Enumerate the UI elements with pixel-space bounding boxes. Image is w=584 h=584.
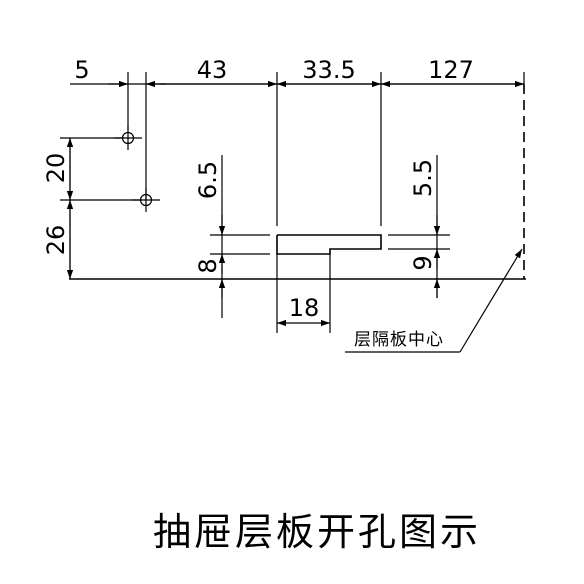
top-dimension-chain (70, 72, 525, 226)
drawing-title: 抽屉层板开孔图示 (153, 510, 481, 554)
dim-top-b: 43 (197, 56, 228, 84)
leader-line (345, 248, 523, 353)
dim-top-d: 127 (428, 56, 474, 84)
dim-left-a: 20 (42, 153, 70, 184)
bottom-dimension (276, 254, 331, 333)
dim-mid-a: 6.5 (194, 161, 222, 199)
dim-bottom-a: 18 (289, 294, 320, 322)
mid-dimension-chain (210, 155, 270, 318)
dim-right-b: 9 (409, 255, 437, 270)
dim-right-a: 5.5 (409, 159, 437, 197)
dim-top-a: 5 (74, 56, 89, 84)
dim-top-c: 33.5 (302, 56, 355, 84)
shelf-outline (69, 84, 526, 280)
right-dimension-chain (388, 155, 450, 298)
left-dimension-chain (60, 137, 142, 279)
dim-left-b: 26 (42, 225, 70, 256)
dim-mid-b: 8 (194, 258, 222, 273)
leader-note: 层隔板中心 (354, 330, 444, 350)
slot-opening (276, 234, 382, 255)
